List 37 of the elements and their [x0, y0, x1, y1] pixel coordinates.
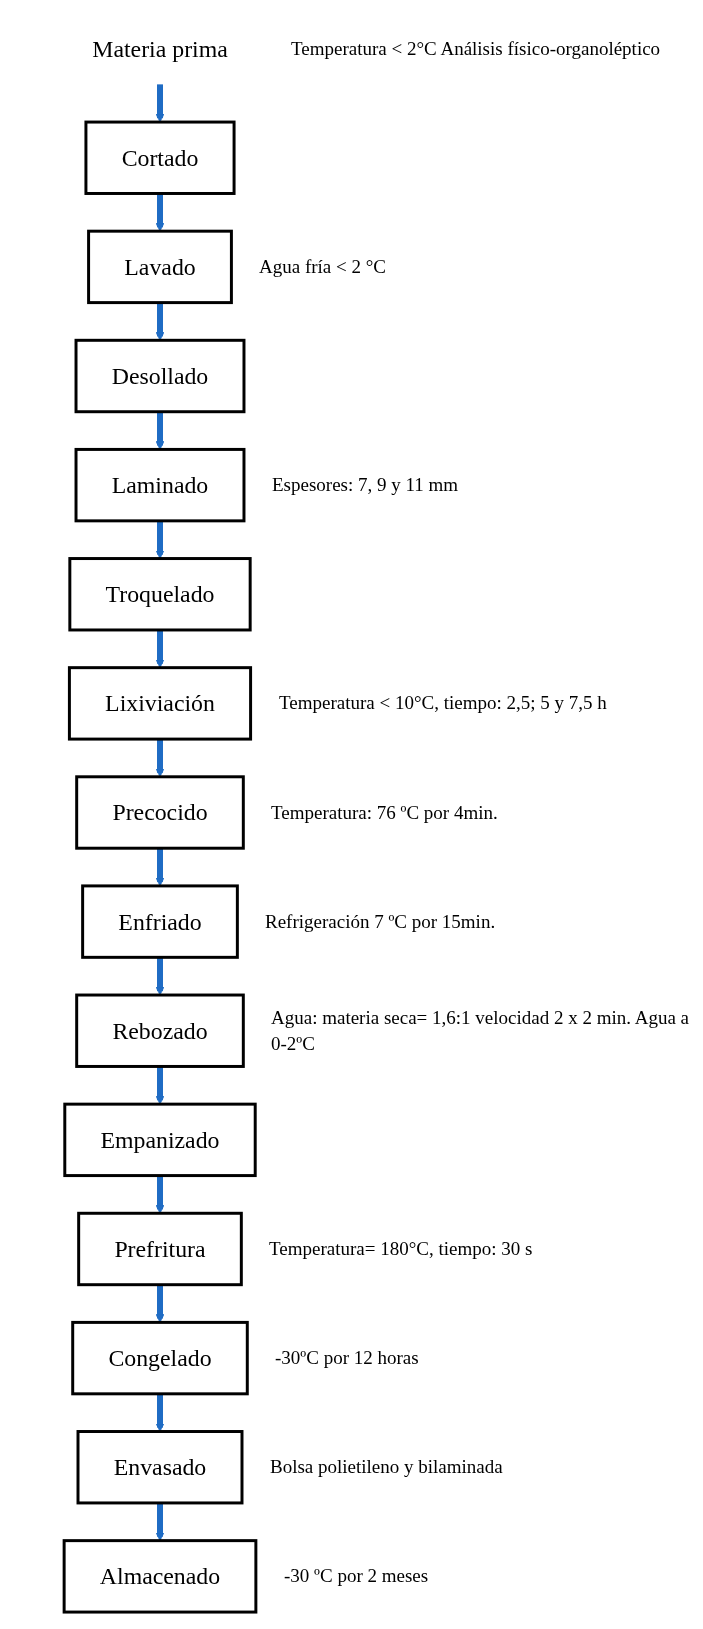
arrow	[155, 1175, 165, 1214]
annotation-text: Temperatura < 2°C Análisis físico-organoléptico	[291, 36, 662, 61]
arrow	[155, 957, 165, 996]
annotation-text: Refrigeración 7 ºC por 15min.	[265, 909, 497, 934]
node-box: Desollado	[74, 338, 246, 414]
annotation-text: Agua: materia seca= 1,6:1 velocidad 2 x 2 min. Agua a 0-2ºC	[271, 1006, 690, 1056]
arrow	[155, 520, 165, 559]
arrow	[155, 84, 165, 123]
node-box: Prefritura	[77, 1211, 243, 1287]
arrow	[155, 411, 165, 450]
annotation-text: Bolsa polietileno y bilaminada	[270, 1455, 504, 1480]
annotation-text: Espesores: 7, 9 y 11 mm	[272, 473, 460, 498]
annotation-text: Temperatura < 10°C, tiempo: 2,5; 5 y 7,5 h	[279, 691, 608, 716]
annotation-text: Agua fría < 2 °C	[259, 254, 387, 279]
arrow	[155, 302, 165, 341]
arrow	[155, 193, 165, 232]
node-box: Cortado	[84, 120, 236, 195]
node-box: Envasado	[76, 1430, 244, 1505]
annotation-text: Temperatura: 76 ºC por 4min.	[271, 800, 499, 825]
arrow	[155, 1284, 165, 1323]
node-box: Lavado	[87, 229, 233, 305]
node-box: Laminado	[74, 447, 246, 523]
annotation-text: Temperatura= 180°C, tiempo: 30 s	[269, 1237, 534, 1261]
node-box: Empanizado	[63, 1102, 257, 1178]
node-box: Congelado	[71, 1320, 249, 1396]
arrow	[155, 1066, 165, 1105]
node-box: Enfriado	[81, 884, 239, 959]
node-box: Lixiviación	[67, 666, 253, 741]
node-box: Precocido	[75, 775, 245, 850]
arrow	[155, 739, 165, 778]
node-text: Materia prima	[92, 35, 228, 62]
annotation-text: -30ºC por 12 horas	[275, 1346, 420, 1371]
arrow	[155, 1393, 165, 1432]
node-box: Almacenado	[62, 1539, 258, 1614]
annotation-text: -30 ºC por 2 meses	[284, 1564, 430, 1589]
node-box: Rebozado	[75, 993, 245, 1068]
node-box: Troquelado	[68, 557, 252, 632]
